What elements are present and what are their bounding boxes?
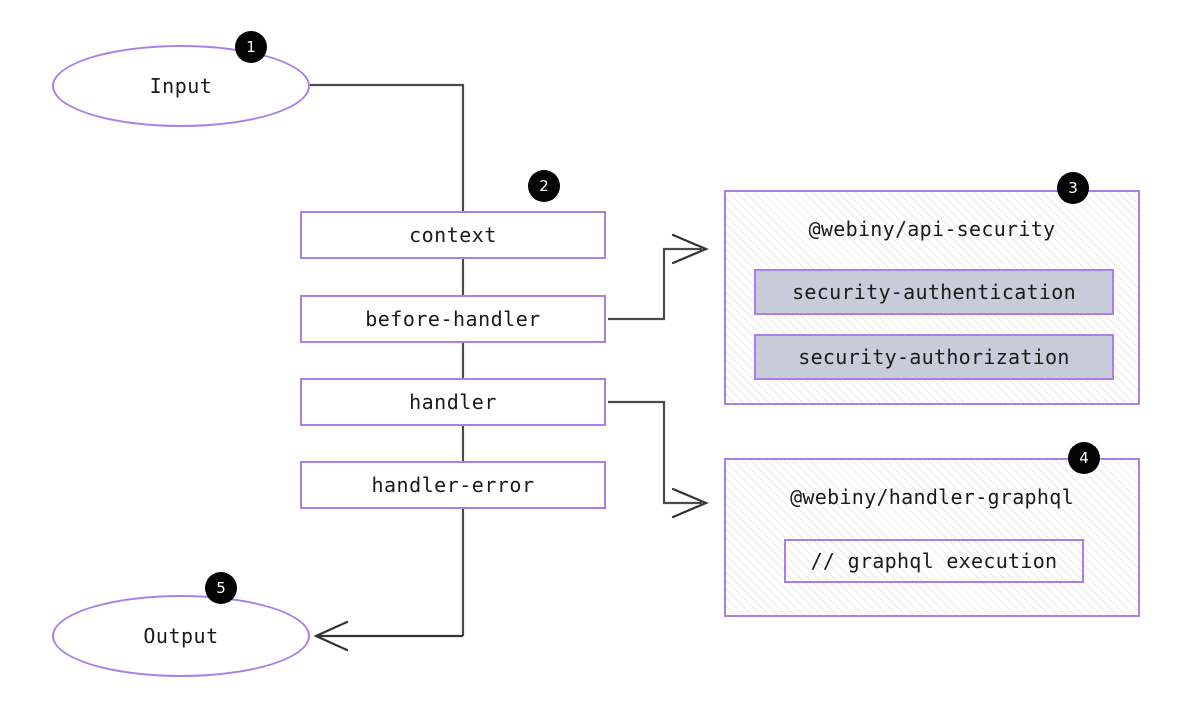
arrowhead-output <box>313 620 349 652</box>
panel-api-security[interactable]: @webiny/api-security security-authentica… <box>724 190 1140 405</box>
panel-item-security-authentication[interactable]: security-authentication <box>754 269 1114 315</box>
pipeline-step-handler[interactable]: handler <box>300 378 606 426</box>
connector-before-handler-to-security <box>608 247 702 321</box>
node-input-label: Input <box>149 74 213 98</box>
node-output-label: Output <box>143 624 219 648</box>
connector-handler-to-graphql <box>608 400 702 505</box>
badge-5: 5 <box>205 572 237 604</box>
pipeline-step-before-handler[interactable]: before-handler <box>300 295 606 343</box>
panel-item-graphql-execution[interactable]: // graphql execution <box>784 539 1084 583</box>
panel-handler-graphql-title: @webiny/handler-graphql <box>790 485 1074 509</box>
badge-4: 4 <box>1068 442 1100 474</box>
node-input[interactable]: Input <box>52 45 310 127</box>
pipeline-step-handler-error-label: handler-error <box>371 473 535 497</box>
pipeline-step-before-handler-label: before-handler <box>365 307 541 331</box>
panel-handler-graphql[interactable]: @webiny/handler-graphql // graphql execu… <box>724 458 1140 617</box>
node-output[interactable]: Output <box>52 595 310 677</box>
panel-api-security-title: @webiny/api-security <box>808 217 1056 241</box>
panel-item-security-authorization[interactable]: security-authorization <box>754 334 1114 380</box>
badge-1: 1 <box>235 31 267 63</box>
arrowhead-security-panel <box>671 233 709 265</box>
badge-2: 2 <box>528 170 560 202</box>
pipeline-step-context-label: context <box>409 223 497 247</box>
arrowhead-graphql-panel <box>671 487 709 519</box>
pipeline-step-context[interactable]: context <box>300 211 606 259</box>
badge-3: 3 <box>1057 172 1089 204</box>
pipeline-step-handler-label: handler <box>409 390 497 414</box>
pipeline-step-handler-error[interactable]: handler-error <box>300 461 606 509</box>
connector-input-to-spine <box>310 83 465 636</box>
